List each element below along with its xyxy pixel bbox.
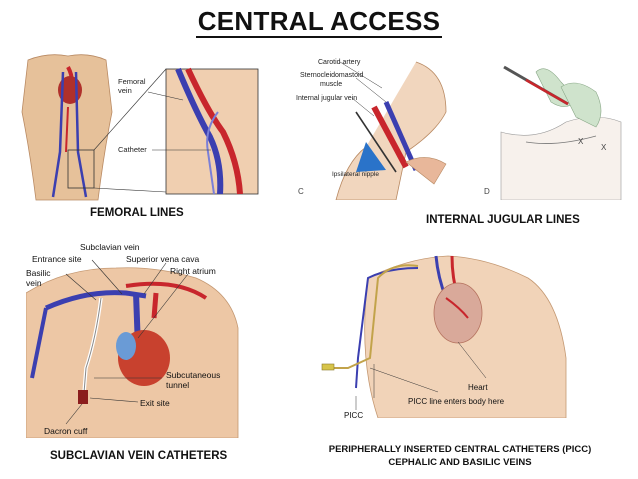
basilic-label-2: vein [26, 278, 42, 288]
tunnel-label-1: Subcutaneous [166, 370, 220, 380]
panel-c-label: C [298, 187, 304, 196]
subclavian-caption: SUBCLAVIAN VEIN CATHETERS [50, 450, 228, 462]
right-atrium-label: Right atrium [170, 266, 216, 276]
entrance-label: Entrance site [32, 254, 82, 264]
catheter-label: Catheter [118, 145, 147, 154]
triangle-region [356, 142, 386, 172]
femoral-vein-label-2: vein [118, 86, 132, 95]
x-mark-1: X [578, 137, 584, 146]
picc-caption-line2: CEPHALIC AND BASILIC VEINS [388, 457, 532, 468]
internal-jugular-caption: INTERNAL JUGULAR LINES [426, 214, 580, 226]
ij-label: Internal jugular vein [296, 95, 357, 102]
femoral-illustration: Femoral vein Catheter [8, 52, 263, 202]
subclavian-vein-label: Subclavian vein [80, 242, 140, 252]
heart-label: Heart [468, 383, 488, 392]
tunnel-label-2: tunnel [166, 380, 189, 390]
scm-label-2: muscle [320, 81, 342, 88]
picc-line [328, 264, 419, 369]
dacron-cuff-shape [78, 390, 88, 404]
panel-d-label: D [484, 187, 490, 196]
picc-caption-line1: PERIPHERALLY INSERTED CENTRAL CATHETERS … [328, 444, 592, 455]
femoral-caption: FEMORAL LINES [90, 207, 184, 219]
picc-enters-label: PICC line enters body here [408, 397, 505, 406]
femoral-vein-label-1: Femoral [118, 77, 146, 86]
carotid-label: Carotid artery [318, 59, 361, 66]
picc-label: PICC [344, 411, 363, 418]
exit-label: Exit site [140, 398, 170, 408]
basilic-label-1: Basilic [26, 268, 51, 278]
subclavian-illustration: Subclavian vein Entrance site Superior v… [26, 242, 239, 438]
internal-jugular-illustration: Carotid artery Sternocleidomastoid muscl… [296, 59, 622, 200]
cuff-label: Dacron cuff [44, 426, 88, 436]
x-mark-2: X [601, 143, 607, 152]
scm-label-1: Sternocleidomastoid [300, 72, 364, 79]
svc-label: Superior vena cava [126, 254, 200, 264]
heart-shape-3 [433, 282, 483, 344]
page-title: CENTRAL ACCESS [0, 6, 638, 38]
nipple-label: Ipsilateral nipple [332, 171, 379, 178]
patient-outline [500, 116, 622, 200]
picc-caption: PERIPHERALLY INSERTED CENTRAL CATHETERS … [310, 443, 610, 469]
title-text: CENTRAL ACCESS [195, 6, 443, 38]
zoom-box [67, 149, 95, 189]
right-atrium-shape [116, 332, 136, 360]
picc-illustration: Heart PICC line enters body here PICC [321, 255, 567, 418]
gloved-hand-right [560, 82, 602, 128]
